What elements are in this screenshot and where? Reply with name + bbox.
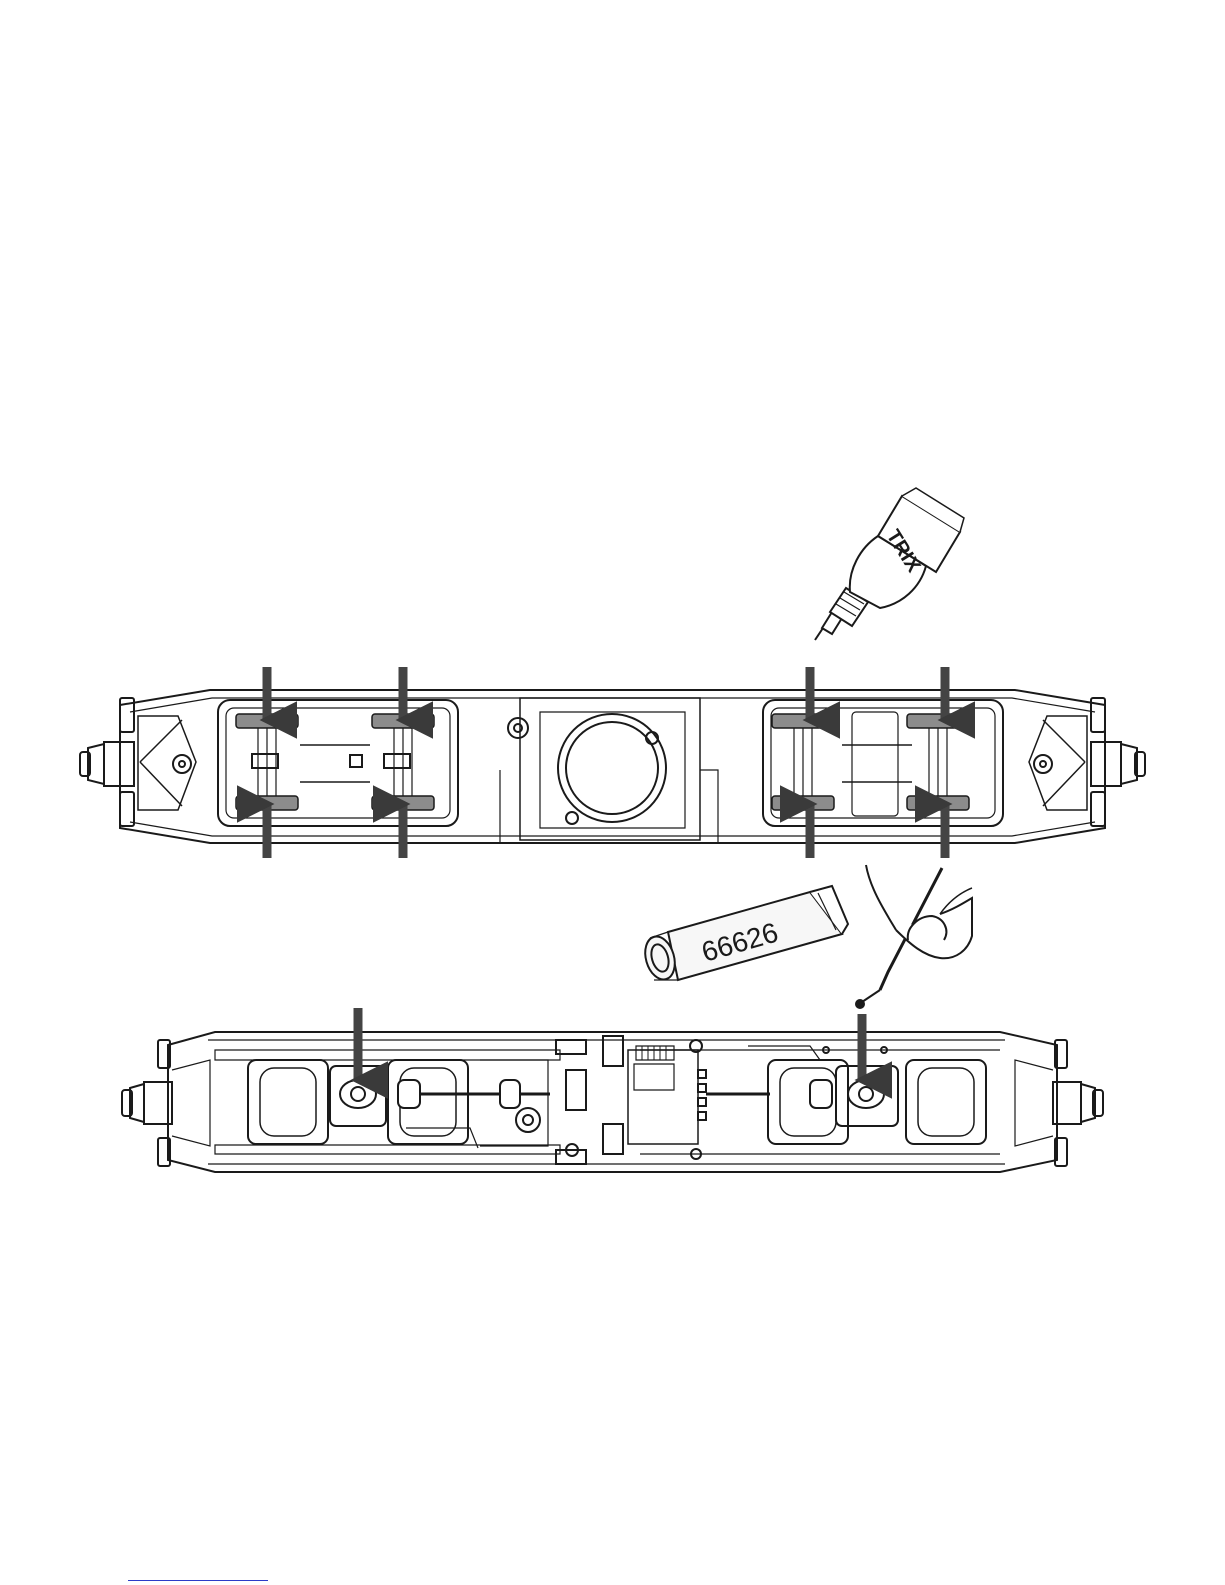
hand-applicator-icon bbox=[856, 865, 972, 1008]
wheel bbox=[772, 796, 834, 810]
wheel bbox=[772, 714, 834, 728]
wheel bbox=[907, 714, 969, 728]
locomotive-top-view bbox=[80, 690, 1145, 843]
left-coupler bbox=[80, 698, 196, 826]
right-coupler bbox=[1029, 698, 1145, 826]
footer-rule bbox=[128, 1580, 268, 1581]
wheel bbox=[907, 796, 969, 810]
grease-tube-icon: 66626 bbox=[640, 886, 848, 983]
locomotive-bottom-view bbox=[122, 1032, 1103, 1172]
oil-bottle-icon: TRIX bbox=[815, 488, 964, 640]
